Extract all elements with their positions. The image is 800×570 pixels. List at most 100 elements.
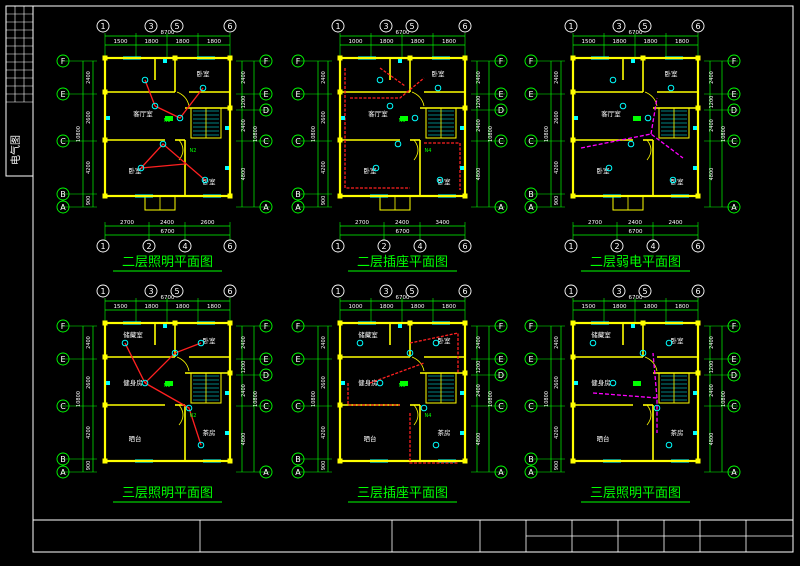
wiring-run [409,413,458,464]
door-arc [413,404,419,426]
left-total-dim: 10800 [311,391,317,407]
socket-symbol [460,431,464,435]
left-dim: 900 [321,461,327,471]
column [570,193,576,199]
axis-bubble [56,352,70,366]
axis-bubble [494,368,508,382]
axis-label: E [60,355,65,364]
axis-bubble [144,284,158,298]
axis-label: 6 [227,242,232,251]
axis-bubble [564,239,578,253]
room-label: 健身房 [591,378,611,387]
axis-label: A [295,203,301,212]
left-dim: 2600 [86,376,92,389]
axis-bubble [223,19,237,33]
left-dim: 2400 [554,71,560,84]
left-dim: 2400 [321,336,327,349]
axis-bubble [56,87,70,101]
socket-symbol [631,324,635,328]
axis-label: F [296,57,301,66]
axis-bubble [291,187,305,201]
fixture-symbol [372,164,380,172]
fixture-symbol [665,441,673,449]
wiring-run [124,342,146,384]
axis-label: A [528,468,534,477]
axis-label: C [263,402,269,411]
bottom-total-dim: 6700 [161,229,175,235]
column [337,354,343,360]
left-dim: 2600 [321,376,327,389]
axis-bubble [259,399,273,413]
top-dim: 1800 [613,304,627,310]
room-label: 茶房 [438,428,451,437]
top-total-dim: 6700 [629,295,643,301]
column [102,55,108,61]
top-dim: 1500 [114,304,128,310]
fixture-symbol [159,140,167,148]
socket-symbol [693,391,697,395]
axis-bubble [291,452,305,466]
axis-label: 6 [227,287,232,296]
axis-bubble [727,319,741,333]
bottom-dim: 2700 [588,220,602,226]
axis-label: E [263,355,268,364]
column [640,55,646,61]
staircase [658,107,690,139]
fixture-symbol [171,349,179,357]
axis-label: F [264,322,269,331]
axis-label: 5 [174,287,179,296]
column [102,458,108,464]
axis-label: 2 [381,242,386,251]
axis-bubble [259,465,273,479]
column [695,105,701,111]
axis-bubble [291,87,305,101]
right-dim: 1200 [709,96,715,109]
plan-title: 二层弱电平面图 [590,255,681,270]
bottom-dim: 2700 [355,220,369,226]
room-label: 卧室 [438,336,452,345]
column [640,320,646,326]
axis-bubble [524,134,538,148]
axis-bubble [413,239,427,253]
axis-label: 1 [335,242,340,251]
column [695,320,701,326]
top-dim: 1800 [675,304,689,310]
axis-bubble [564,19,578,33]
left-dim: 4200 [86,161,92,174]
axis-bubble [56,200,70,214]
column [407,55,413,61]
wiring-run [409,332,459,373]
right-dim: 2400 [241,336,247,349]
fixture-symbol [151,102,159,110]
fixture-symbol [589,339,597,347]
wiring-run [592,392,658,433]
bottom-dim: 3400 [436,220,450,226]
room-label: 客厅室 [368,109,388,118]
axis-bubble [259,352,273,366]
axis-label: A [528,203,534,212]
axis-label: F [264,57,269,66]
axis-label: A [498,468,504,477]
top-total-dim: 6700 [161,295,175,301]
fixture-symbol [605,164,613,172]
axis-label: C [528,402,534,411]
column [337,89,343,95]
axis-label: A [731,468,737,477]
axis-bubble [331,284,345,298]
top-dim: 1800 [207,304,221,310]
left-dim: 2400 [86,336,92,349]
socket-symbol [225,126,229,130]
axis-bubble [291,134,305,148]
door-arc [411,91,425,107]
column [227,55,233,61]
axis-bubble [494,319,508,333]
fixture-symbol [609,379,617,387]
fixture-symbol [137,164,145,172]
fixture-symbol [201,176,209,184]
axis-label: C [731,402,737,411]
left-dim: 2600 [554,111,560,124]
room-label: 健身房 [123,378,143,387]
axis-label: 2 [614,242,619,251]
axis-bubble [458,239,472,253]
